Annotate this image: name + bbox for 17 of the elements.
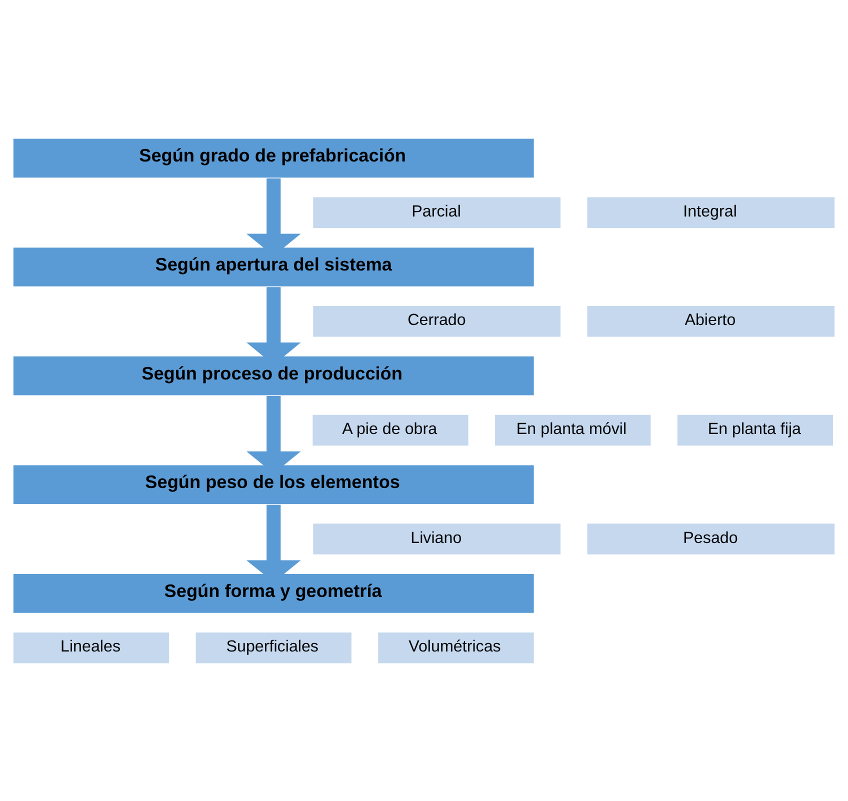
node-box: A pie de obra: [311, 412, 470, 447]
node-box: Según proceso de producción: [12, 354, 536, 396]
node-box: Según grado de prefabricación: [12, 136, 536, 179]
node-box: En planta fija: [676, 412, 835, 447]
node-box: Abierto: [586, 304, 836, 338]
node-box: Pesado: [586, 522, 836, 556]
node-box: Integral: [586, 195, 836, 229]
node-box: Según forma y geometría: [12, 572, 536, 614]
node-box: Liviano: [312, 522, 562, 556]
node-box: Según peso de los elementos: [12, 463, 536, 506]
node-box: Lineales: [12, 630, 171, 664]
node-box: Cerrado: [312, 304, 562, 338]
node-box: Volumétricas: [376, 630, 536, 664]
node-box: Superficiales: [194, 630, 353, 664]
node-box: Parcial: [312, 195, 562, 229]
node-box: Según apertura del sistema: [12, 246, 536, 288]
node-box: En planta móvil: [494, 412, 652, 447]
